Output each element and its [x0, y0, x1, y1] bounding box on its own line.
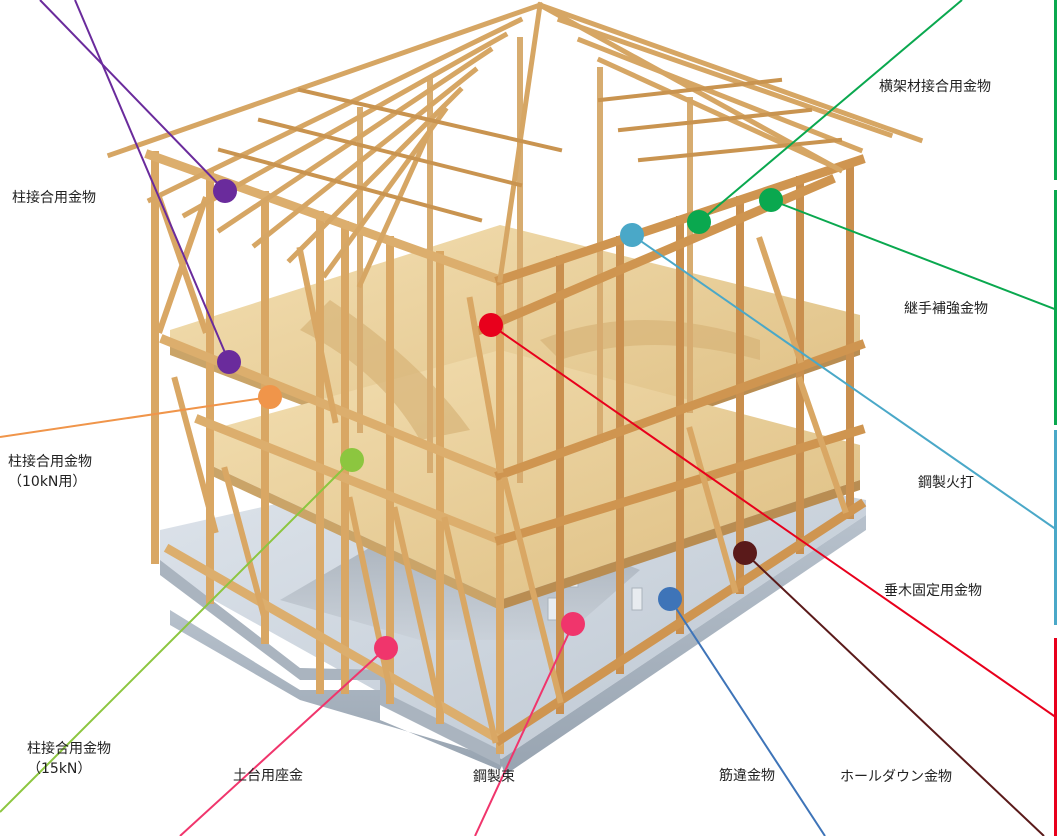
edge-bar-green-2: [1054, 190, 1057, 425]
leader-yokogai: [698, 0, 963, 223]
leader-hashira-10kn: [0, 396, 271, 438]
leader-sujikai: [669, 598, 826, 836]
marker-sujikai: [658, 587, 682, 611]
label-yokogai: 横架材接合用金物: [879, 79, 991, 95]
label-hiuchi: 鋼製火打: [918, 475, 974, 491]
label-hashira-15kn-line1: 柱接合用金物: [27, 741, 111, 757]
label-dodai: 土台用座金: [233, 768, 303, 784]
label-tsugite: 継手補強金物: [904, 301, 988, 317]
leader-holdown: [744, 552, 1045, 836]
marker-dodai: [374, 636, 398, 660]
label-sujikai: 筋違金物: [719, 768, 775, 784]
leader-taruki: [490, 324, 1057, 719]
leader-kouseizuka: [474, 623, 574, 836]
leader-dodai: [179, 647, 387, 836]
label-kouseizuka: 鋼製束: [473, 769, 515, 785]
leader-hiuchi: [631, 234, 1057, 531]
marker-hiuchi: [620, 223, 644, 247]
leader-hashira-15kn: [0, 459, 353, 813]
edge-bar-red: [1054, 638, 1057, 836]
edge-bar-cyan: [1054, 430, 1057, 625]
marker-hashira-10kn: [258, 385, 282, 409]
markers: [213, 179, 783, 660]
marker-hashira-top-1: [213, 179, 237, 203]
label-hashira-10kn: 柱接合用金物 （10kN用）: [8, 452, 92, 492]
label-hashira-10kn-line2: （10kN用）: [8, 474, 87, 490]
wood-frame: [106, 1, 924, 754]
label-taruki: 垂木固定用金物: [884, 583, 982, 599]
label-holdown: ホールダウン金物: [840, 769, 952, 785]
leader-hashira-top-1: [39, 0, 226, 192]
marker-yokogai: [687, 210, 711, 234]
label-hashira-15kn: 柱接合用金物 （15kN）: [27, 739, 111, 779]
edge-bar-green: [1054, 0, 1057, 180]
marker-hashira-15kn: [340, 448, 364, 472]
marker-tsugite: [759, 188, 783, 212]
label-hashira-top: 柱接合用金物: [12, 190, 96, 206]
label-hashira-10kn-line1: 柱接合用金物: [8, 454, 92, 470]
marker-hashira-top-2: [217, 350, 241, 374]
marker-holdown: [733, 541, 757, 565]
marker-kouseizuka: [561, 612, 585, 636]
marker-taruki: [479, 313, 503, 337]
label-hashira-15kn-line2: （15kN）: [27, 761, 92, 777]
leader-hashira-top-2: [74, 0, 230, 363]
leader-tsugite: [770, 199, 1057, 311]
